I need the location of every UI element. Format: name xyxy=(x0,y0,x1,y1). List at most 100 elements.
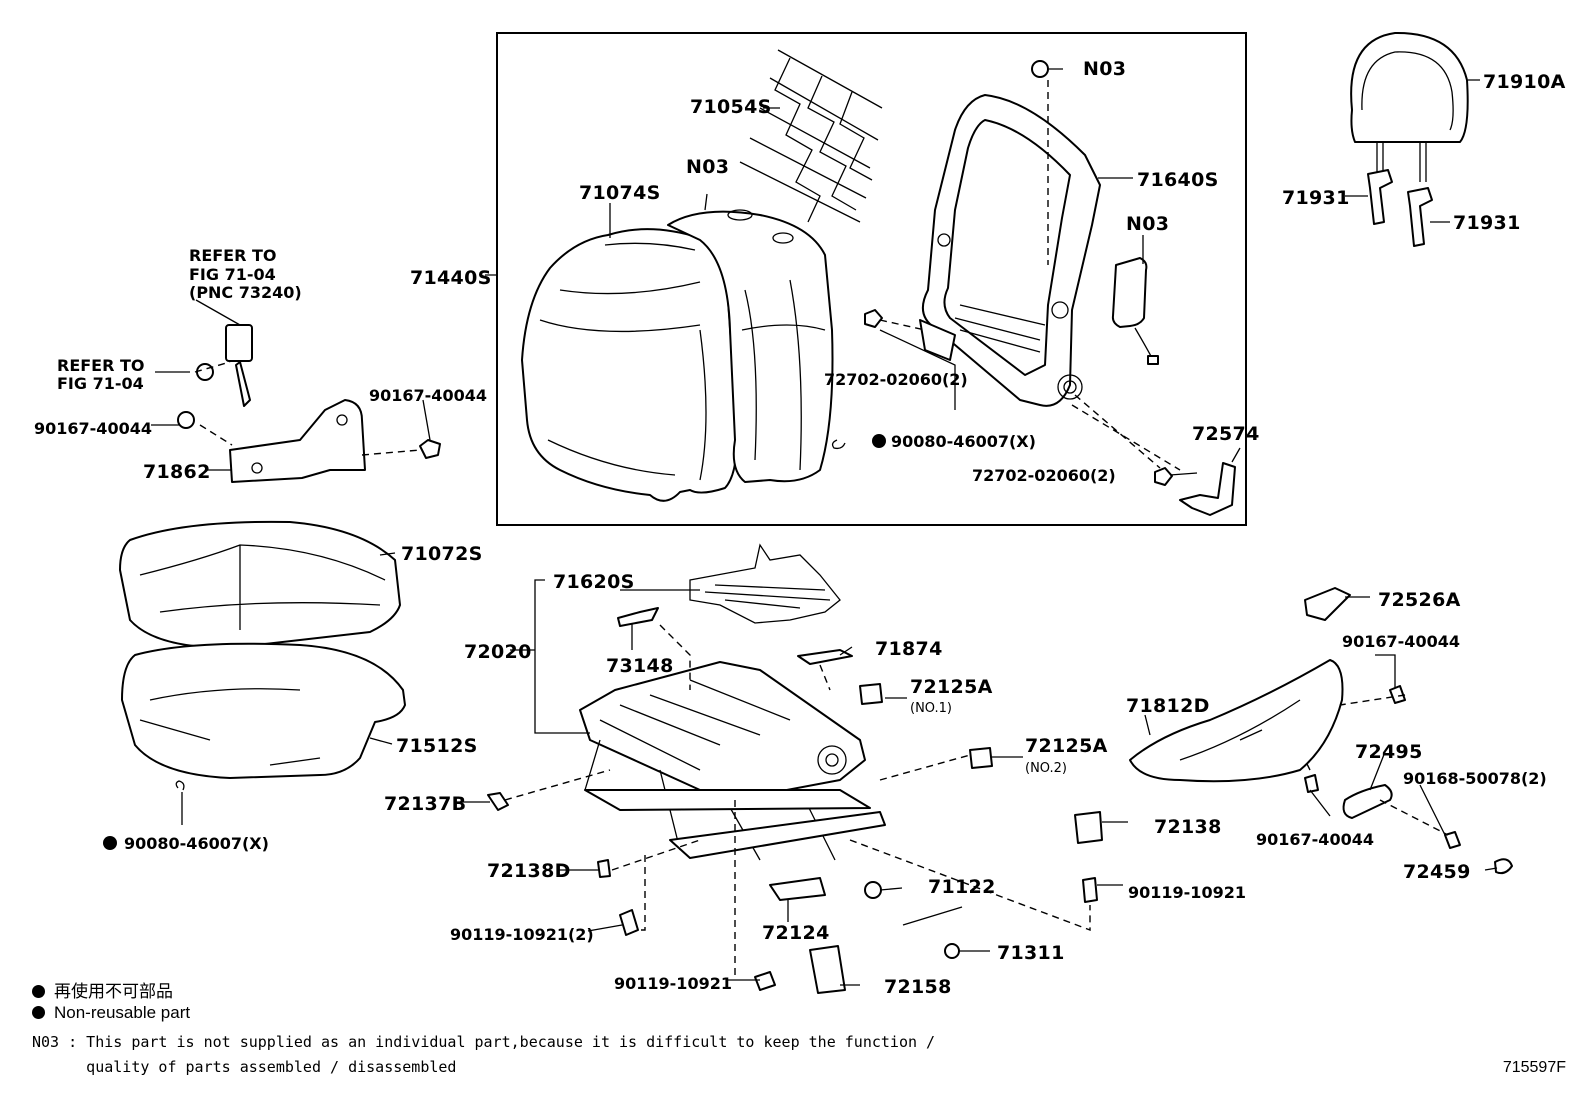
label-73148: 73148 xyxy=(606,655,674,677)
label-71640S: 71640S xyxy=(1137,169,1219,191)
refer-note-1-line3: (PNC 73240) xyxy=(189,283,302,302)
seatbelt-buckle[interactable] xyxy=(225,324,253,407)
label-72124: 72124 xyxy=(762,922,830,944)
seat-track-rails[interactable] xyxy=(584,789,886,859)
label-71512S: 71512S xyxy=(396,735,478,757)
legend-dot-icon xyxy=(32,1006,45,1019)
label-90167-left: 90167-40044 xyxy=(34,419,152,438)
legend-jp-text: 再使用不可部品 xyxy=(54,982,173,1001)
non-reusable-dot-bottom xyxy=(103,836,117,850)
label-71931-right: 71931 xyxy=(1453,212,1521,234)
label-n03-top: N03 xyxy=(1083,58,1126,80)
label-72526A: 72526A xyxy=(1378,589,1461,611)
non-reusable-dot-top xyxy=(872,434,886,448)
seatback-pad-71054S-rear[interactable] xyxy=(667,209,834,483)
label-71910A: 71910A xyxy=(1483,71,1566,93)
label-71874: 71874 xyxy=(875,638,943,660)
side-shield-71812D[interactable] xyxy=(1129,659,1344,783)
label-72125A-no1: 72125A xyxy=(910,676,993,698)
label-n03-side: N03 xyxy=(1126,213,1169,235)
label-72495: 72495 xyxy=(1355,741,1423,763)
label-71074S: 71074S xyxy=(579,182,661,204)
clip-72137B[interactable] xyxy=(487,792,509,811)
label-90080-top: 90080-46007(X) xyxy=(891,432,1036,451)
label-no2: (NO.2) xyxy=(1025,761,1067,776)
clip-72125A-no1[interactable] xyxy=(859,683,883,705)
bolt-90167-right[interactable] xyxy=(419,439,441,459)
label-72138D: 72138D xyxy=(487,860,571,882)
clip-72138D[interactable] xyxy=(597,859,611,878)
assembly-lines xyxy=(194,80,1449,975)
refer-note-1-line2: FIG 71-04 xyxy=(189,265,276,284)
bolt-refer-fig-71-04[interactable] xyxy=(196,363,214,381)
label-72138: 72138 xyxy=(1154,816,1222,838)
bolt-90167-left[interactable] xyxy=(177,411,195,429)
clip-72459[interactable] xyxy=(1494,858,1513,875)
side-airbag-module[interactable] xyxy=(1111,257,1159,365)
seatback-spring-71054S[interactable] xyxy=(739,49,883,223)
hog-ring-90080-top[interactable] xyxy=(831,439,846,450)
bracket-72124[interactable] xyxy=(769,877,826,901)
cover-72574[interactable] xyxy=(1179,462,1236,516)
label-90119-left: 90119-10921(2) xyxy=(450,925,594,944)
clip-72138[interactable] xyxy=(1074,811,1103,844)
cushion-spring-71620S[interactable] xyxy=(689,543,841,624)
bolt-72702-upper[interactable] xyxy=(864,309,883,328)
label-n03-cover: N03 xyxy=(686,156,729,178)
label-72574: 72574 xyxy=(1192,423,1260,445)
legend-dot-icon xyxy=(32,985,45,998)
bolt-90119-left[interactable] xyxy=(619,909,639,936)
legend-jp: 再使用不可部品 xyxy=(32,977,173,1002)
legend-en: Non-reusable part xyxy=(32,1003,190,1023)
label-90119-bottom: 90119-10921 xyxy=(614,974,732,993)
bolt-90168[interactable] xyxy=(1444,831,1461,849)
clip-71122[interactable] xyxy=(864,881,882,899)
cover-73148[interactable] xyxy=(617,607,659,627)
headrest-71910A[interactable] xyxy=(1350,31,1469,182)
label-71862: 71862 xyxy=(143,461,211,483)
note-n03-line2: quality of parts assembled / disassemble… xyxy=(32,1058,457,1076)
label-71072S: 71072S xyxy=(401,543,483,565)
clip-n03-top[interactable] xyxy=(1031,60,1049,78)
label-71122: 71122 xyxy=(928,876,996,898)
cushion-pad-71512S[interactable] xyxy=(121,642,406,779)
bracket-71862[interactable] xyxy=(229,399,366,483)
label-72702-lower: 72702-02060(2) xyxy=(972,466,1116,485)
label-72020: 72020 xyxy=(464,641,532,663)
headrest-guide-71931-right[interactable] xyxy=(1407,187,1433,247)
leader-lines xyxy=(151,68,1498,986)
label-71311: 71311 xyxy=(997,942,1065,964)
label-90119-right: 90119-10921 xyxy=(1128,883,1246,902)
refer-note-1-line1: REFER TO xyxy=(189,246,277,265)
refer-note-2-line1: REFER TO xyxy=(57,356,145,375)
bolt-90119-bottom[interactable] xyxy=(754,971,776,991)
lever-72495[interactable] xyxy=(1342,784,1393,819)
knob-72526A[interactable] xyxy=(1304,587,1351,621)
hog-ring-90080-bottom[interactable] xyxy=(175,780,185,791)
legend-en-text: Non-reusable part xyxy=(54,1003,191,1022)
label-72125A-no2: 72125A xyxy=(1025,735,1108,757)
clip-72125A-no2[interactable] xyxy=(969,747,993,769)
label-71812D: 71812D xyxy=(1126,695,1210,717)
seatback-cover-71074S[interactable] xyxy=(521,228,739,502)
label-72459: 72459 xyxy=(1403,861,1471,883)
screw-71311[interactable] xyxy=(902,906,963,959)
bolt-90119-right[interactable] xyxy=(1082,877,1098,903)
label-71931-left: 71931 xyxy=(1282,187,1350,209)
seatback-group-box xyxy=(496,32,1247,526)
label-90167-c: 90167-40044 xyxy=(1342,632,1460,651)
headrest-guide-71931-left[interactable] xyxy=(1367,169,1393,225)
label-72702-upper: 72702-02060(2) xyxy=(824,370,968,389)
cover-71874[interactable] xyxy=(797,649,853,665)
bracket-72158[interactable] xyxy=(809,945,846,994)
bolt-72702-lower[interactable] xyxy=(1154,467,1173,486)
label-90167-right: 90167-40044 xyxy=(369,386,487,405)
bolt-90167-c[interactable] xyxy=(1389,685,1406,704)
note-n03-line1: N03 : This part is not supplied as an in… xyxy=(32,1033,936,1051)
label-71440S: 71440S xyxy=(410,267,492,289)
cushion-cover-71072S[interactable] xyxy=(119,520,401,649)
figure-id: 715597F xyxy=(1502,1059,1566,1076)
seatback-frame-71640S[interactable] xyxy=(919,94,1101,407)
bolt-90167-d[interactable] xyxy=(1304,774,1319,793)
